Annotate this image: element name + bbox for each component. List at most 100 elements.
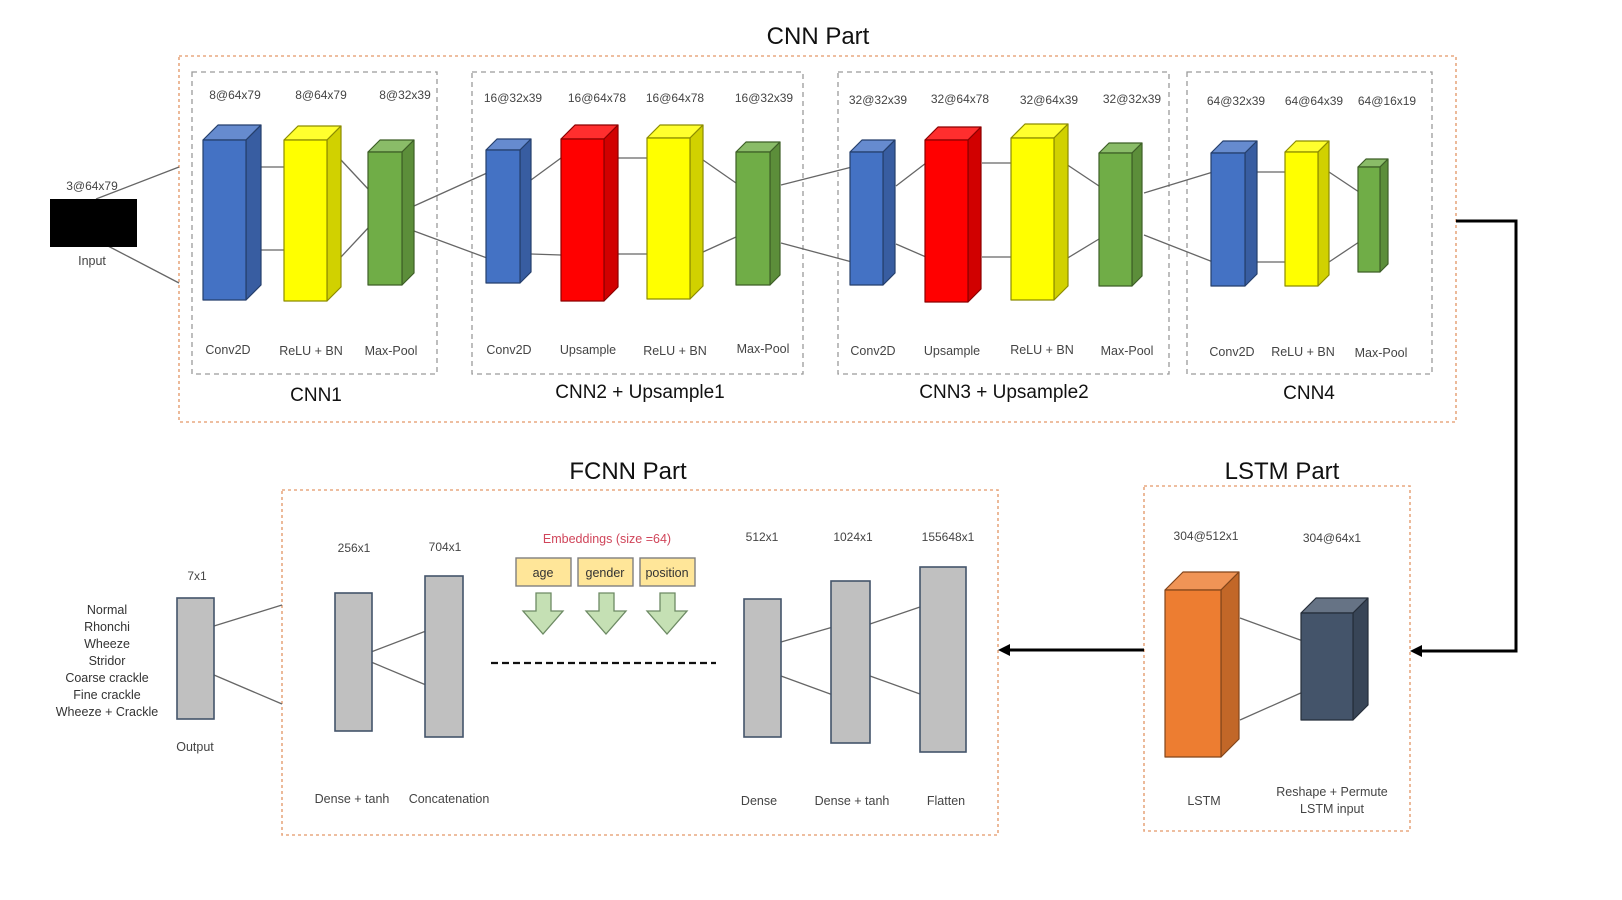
- input-shape: 3@64x79: [66, 179, 118, 193]
- cnn1-conv2d-block-side: [245, 124, 262, 301]
- down-arrow-icon: [584, 592, 628, 635]
- cnn1-labels: 8@64x79 8@64x79 8@32x39 Conv2D ReLU + BN…: [205, 88, 431, 358]
- lstm-block: [1164, 571, 1240, 758]
- fcnn-layer-shape: 1024x1: [833, 530, 873, 544]
- fcnn-connectors: [213, 604, 921, 705]
- cnn4-relu-bn-block: [1284, 140, 1330, 287]
- group-title-cnn3: CNN3 + Upsample2: [919, 382, 1089, 403]
- fcnn-layer-type: Flatten: [927, 794, 965, 808]
- cnn1-max-pool-block: [367, 139, 415, 286]
- cnn4-max-pool-block: [1357, 158, 1389, 273]
- fcnn-layer-type: Dense + tanh: [815, 794, 890, 808]
- cnn-part-box: [178, 55, 1457, 423]
- cnn-part-title: CNN Part: [767, 23, 870, 50]
- cnn2-upsample-block-front: [560, 138, 605, 302]
- fcnn-layer-type: Dense + tanh: [315, 792, 390, 806]
- cnn3-labels: 32@32x39 32@64x78 32@64x39 32@32x39 Conv…: [849, 92, 1162, 358]
- cnn1-conv2d-block-front: [202, 139, 247, 301]
- cnn3-relu-bn-block-front: [1010, 137, 1055, 301]
- cnn2-max-pool-block: [735, 141, 781, 286]
- class-label: Fine crackle: [73, 688, 140, 702]
- fcnn-layer-shape: 256x1: [338, 541, 371, 555]
- cnn4-max-pool-block-side: [1379, 158, 1389, 273]
- cnn2-group-box: [471, 71, 804, 375]
- layer-shape: 32@32x39: [1103, 92, 1162, 106]
- embeddings-title: Embeddings (size =64): [543, 532, 671, 546]
- cnn3-relu-bn-block: [1010, 123, 1069, 301]
- class-label: Stridor: [89, 654, 126, 668]
- cnn4-conv2d-block: [1210, 140, 1258, 287]
- input-node: 3@64x79 Input: [50, 166, 180, 284]
- layer-shape: 32@32x39: [849, 93, 908, 107]
- cnn4-group-box: [1186, 71, 1433, 375]
- cnn2-max-pool-block-front: [735, 151, 771, 286]
- reshape-layer-type-line2: LSTM input: [1300, 802, 1364, 816]
- cnn2-conv2d-block: [485, 138, 532, 284]
- layer-shape: 64@16x19: [1358, 94, 1417, 108]
- input-connector-bottom: [107, 245, 180, 284]
- layer-shape: 16@32x39: [735, 91, 794, 105]
- cnn3-max-pool-block-front: [1098, 152, 1133, 287]
- cnn3-conv2d-block-front: [849, 151, 884, 286]
- cnn-connectors: [261, 157, 1360, 263]
- fcnn-layer-shape: 704x1: [429, 540, 462, 554]
- cnn1-group-box: [191, 71, 438, 375]
- cnn3-max-pool-block: [1098, 142, 1143, 287]
- input-label: Input: [78, 254, 106, 268]
- cnn2-conv2d-block-front: [485, 149, 521, 284]
- fcnn-layer-shape: 512x1: [746, 530, 779, 544]
- output-layer-bar: [176, 597, 215, 720]
- layer-type: ReLU + BN: [279, 344, 343, 358]
- layer-type: Conv2D: [1209, 345, 1254, 359]
- layer-shape: 32@64x78: [931, 92, 990, 106]
- layer-shape: 16@64x78: [568, 91, 627, 105]
- cnn3-max-pool-block-side: [1131, 142, 1143, 287]
- reshape-layer-type: Reshape + Permute: [1276, 785, 1388, 799]
- lstm-block-side: [1220, 571, 1240, 758]
- embedding-gender: gender: [577, 557, 634, 635]
- flow-arrow-lstm-to-fcnn: [998, 644, 1144, 656]
- cnn1-relu-bn-block-front: [283, 139, 328, 302]
- flatten-bar: [919, 566, 967, 753]
- lstm-part-title: LSTM Part: [1225, 458, 1340, 485]
- fcnn-layer-type: Concatenation: [409, 792, 490, 806]
- fcnn-layer-type: Dense: [741, 794, 777, 808]
- reshape-layer-shape: 304@64x1: [1303, 531, 1362, 545]
- output-label: Output: [176, 740, 214, 754]
- layer-type: Upsample: [560, 343, 616, 357]
- cnn2-relu-bn-block-front: [646, 137, 691, 300]
- embedding-label: position: [645, 566, 688, 580]
- dense-512-bar: [743, 598, 782, 738]
- fcnn-part-title: FCNN Part: [569, 458, 687, 485]
- layer-shape: 32@64x39: [1020, 93, 1079, 107]
- cnn2-conv2d-block-side: [519, 138, 532, 284]
- cnn2-relu-bn-block: [646, 124, 704, 300]
- dense-tanh-1024-bar: [830, 580, 871, 744]
- layer-type: Conv2D: [205, 343, 250, 357]
- layer-type: Max-Pool: [365, 344, 418, 358]
- lstm-layer-shape: 304@512x1: [1174, 529, 1239, 543]
- layer-type: Conv2D: [850, 344, 895, 358]
- reshape-permute-block-side: [1352, 597, 1369, 721]
- lstm-connectors: [1239, 617, 1304, 721]
- layer-shape: 64@64x39: [1285, 94, 1344, 108]
- layer-type: ReLU + BN: [1010, 343, 1074, 357]
- cnn1-relu-bn-block-side: [326, 125, 342, 302]
- cnn2-upsample-block-side: [603, 124, 619, 302]
- class-label: Coarse crackle: [65, 671, 148, 685]
- reshape-permute-block-front: [1300, 612, 1354, 721]
- cnn4-labels: 64@32x39 64@64x39 64@16x19 Conv2D ReLU +…: [1207, 94, 1417, 360]
- output-classes: Normal Rhonchi Wheeze Stridor Coarse cra…: [56, 603, 159, 719]
- lstm-layer-type: LSTM: [1187, 794, 1220, 808]
- cnn4-conv2d-block-side: [1244, 140, 1258, 287]
- group-title-cnn1: CNN1: [290, 385, 342, 406]
- lstm-blocks: [1164, 571, 1369, 758]
- fcnn-layer-shape: 155648x1: [922, 530, 975, 544]
- cnn4-conv2d-block-front: [1210, 152, 1246, 287]
- cnn3-upsample-block-side: [967, 126, 982, 303]
- cnn2-labels: 16@32x39 16@64x78 16@64x78 16@32x39 Conv…: [484, 91, 794, 358]
- cnn3-upsample-block: [924, 126, 982, 303]
- layer-shape: 16@64x78: [646, 91, 705, 105]
- output-shape: 7x1: [187, 569, 207, 583]
- cnn2-relu-bn-block-side: [689, 124, 704, 300]
